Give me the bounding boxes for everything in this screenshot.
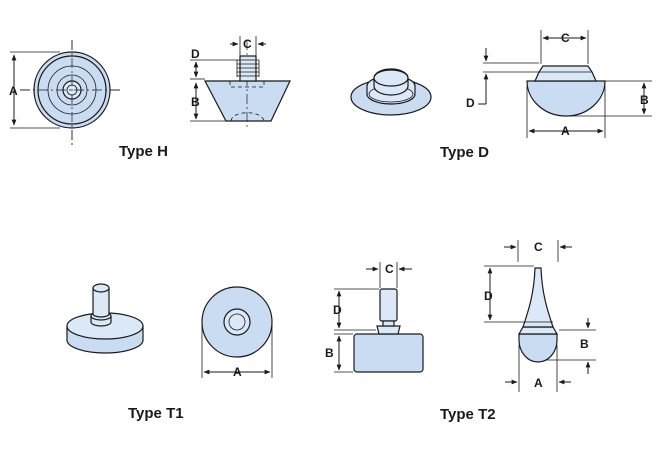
type-d-dim-a: A (561, 124, 570, 138)
type-t1-top-view: A (201, 286, 273, 379)
type-d-dim-d: D (466, 96, 475, 110)
type-h-dim-a: A (9, 84, 18, 98)
type-d-iso-view (350, 68, 432, 116)
type-t1-group: A C D B Type T1 (66, 262, 424, 422)
type-t2-side-view: C D B A (484, 240, 596, 392)
type-d-dim-c: C (561, 31, 570, 45)
type-t1-iso-view (66, 283, 144, 354)
type-t1-caption: Type T1 (128, 405, 184, 422)
type-h-top-view: A (9, 40, 122, 145)
type-t2-group: C D B A Type T2 (440, 240, 596, 423)
type-d-group: C D B A Type D (350, 30, 652, 161)
type-d-side-view: C D B A (466, 30, 652, 138)
type-t2-dim-c: C (534, 240, 543, 254)
type-t2-dim-a: A (534, 376, 543, 390)
type-t2-caption: Type T2 (440, 406, 496, 423)
type-t2-dim-d: D (484, 289, 493, 303)
type-d-dim-b: B (640, 93, 649, 107)
type-d-caption: Type D (440, 144, 489, 161)
type-t1-dim-a: A (233, 365, 242, 379)
type-t1-dim-d: D (333, 303, 342, 317)
type-h-side-view: C D B (190, 36, 291, 128)
type-t1-side-view: C D B (325, 262, 424, 373)
type-h-caption: Type H (119, 143, 168, 160)
type-h-dim-d: D (191, 47, 200, 61)
type-t1-dim-c: C (385, 262, 394, 276)
type-t2-dim-b: B (580, 337, 589, 351)
type-h-dim-c: C (243, 37, 252, 51)
type-h-group: A C D B Typ (9, 36, 291, 160)
type-t1-dim-b: B (325, 346, 334, 360)
type-h-dim-b: B (191, 95, 200, 109)
